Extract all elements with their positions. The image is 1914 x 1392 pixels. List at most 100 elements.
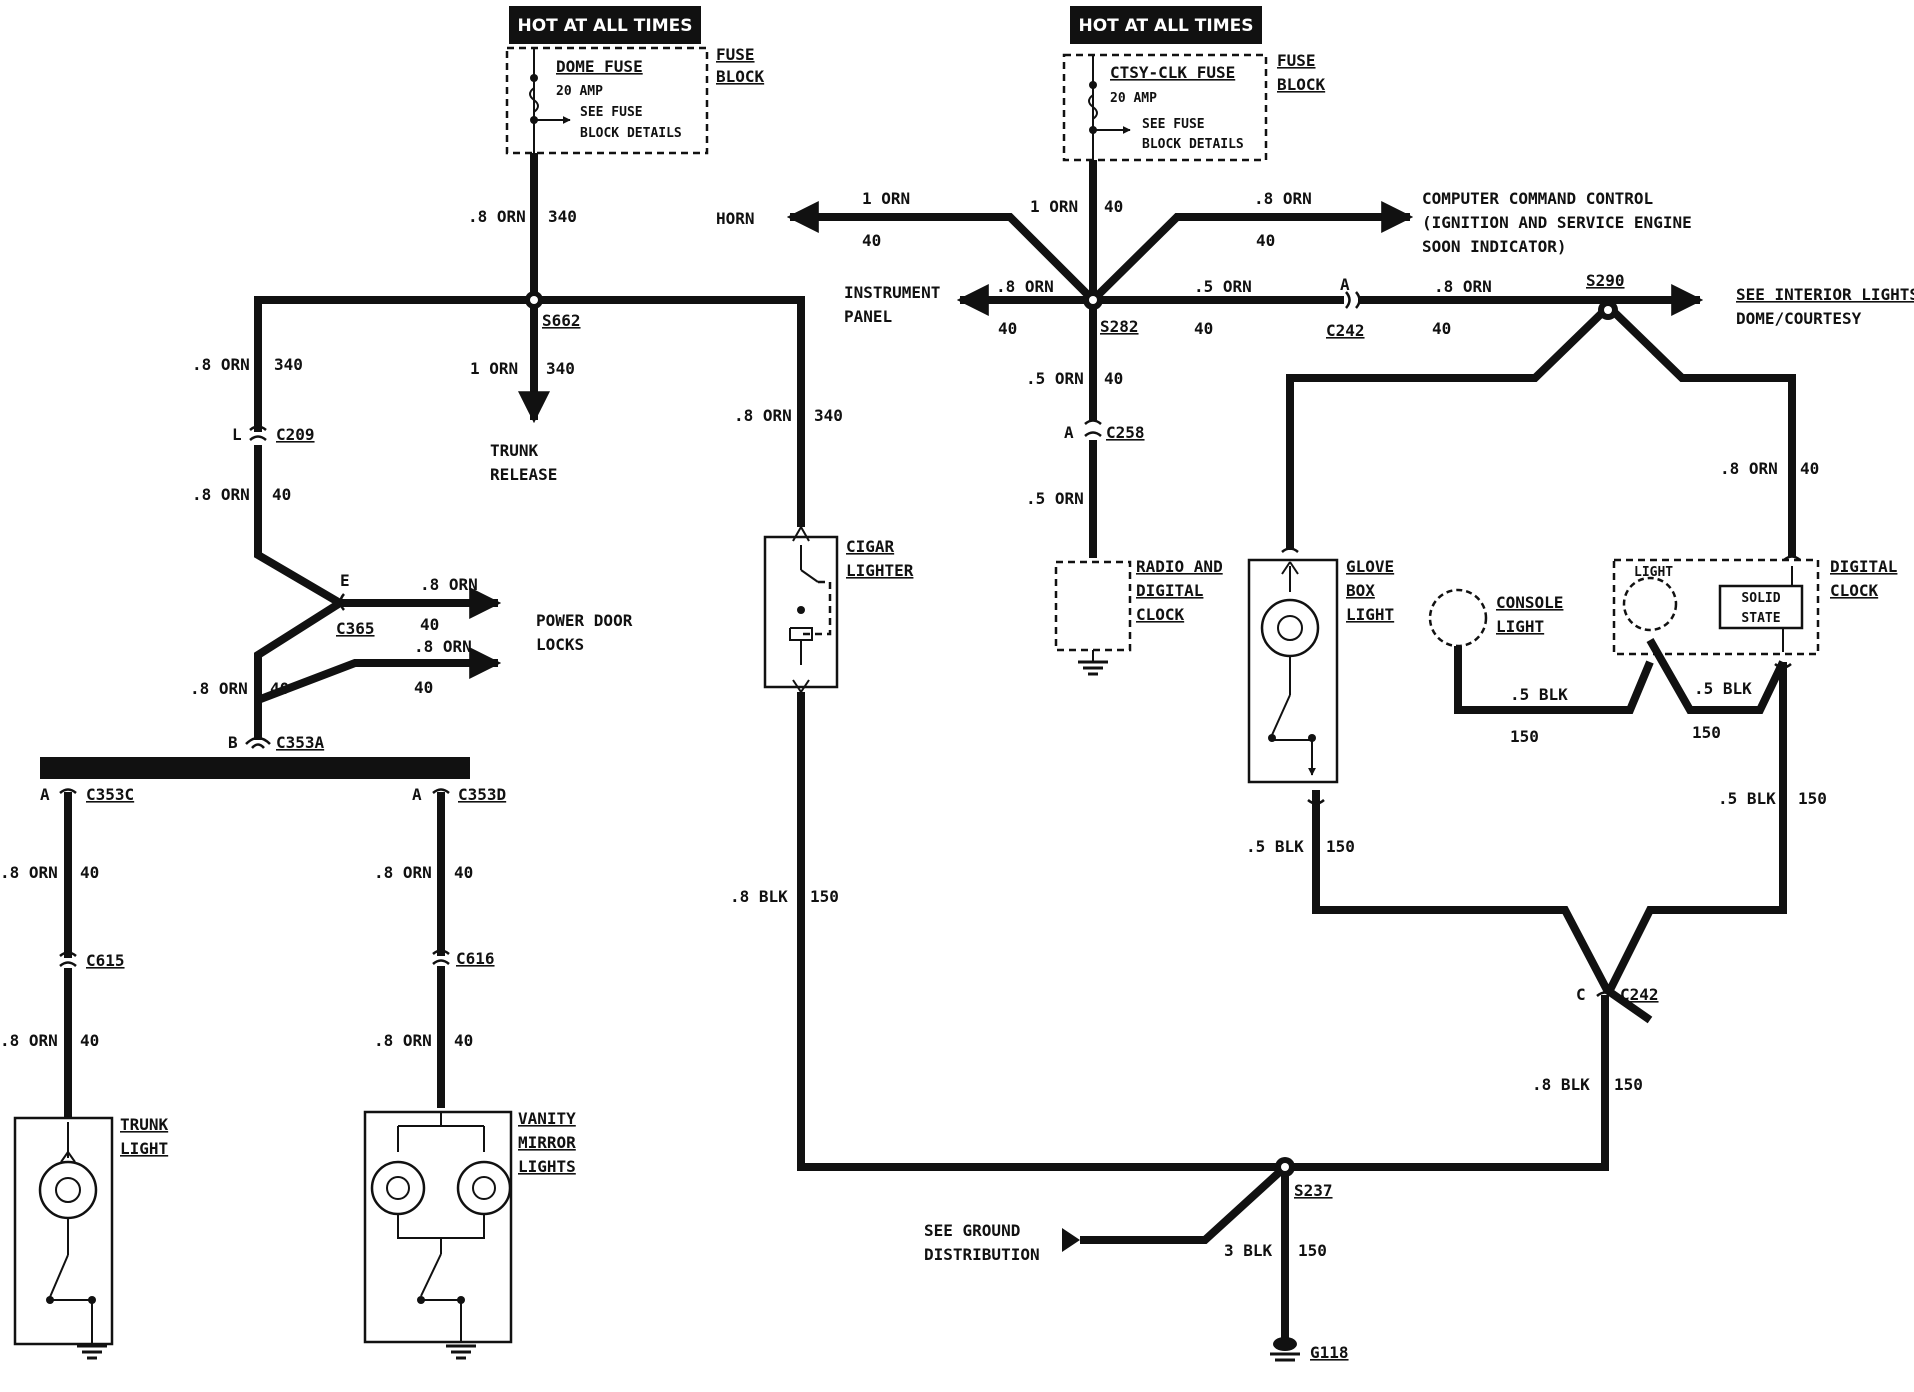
- labels-left: .8 ORN 340 S662 1 ORN 340 TRUNK RELEASE …: [0, 207, 843, 1050]
- svg-text:.8 ORN: .8 ORN: [192, 485, 250, 504]
- svg-text:FUSE: FUSE: [1277, 51, 1316, 70]
- digital-clock: LIGHT SOLID STATE DIGITAL CLOCK: [1612, 557, 1897, 656]
- svg-text:40: 40: [1800, 459, 1819, 478]
- svg-text:C353C: C353C: [86, 785, 134, 804]
- svg-text:BLOCK: BLOCK: [716, 67, 765, 86]
- svg-text:150: 150: [1326, 837, 1355, 856]
- svg-text:40: 40: [1256, 231, 1275, 250]
- svg-text:(IGNITION AND SERVICE ENGINE: (IGNITION AND SERVICE ENGINE: [1422, 213, 1692, 232]
- svg-text:150: 150: [1798, 789, 1827, 808]
- svg-text:40: 40: [1194, 319, 1213, 338]
- svg-text:40: 40: [454, 1031, 473, 1050]
- svg-text:40: 40: [270, 679, 289, 698]
- svg-text:L: L: [232, 425, 242, 444]
- svg-text:FUSE: FUSE: [716, 45, 755, 64]
- vanity-mirror-lights: VANITY MIRROR LIGHTS: [363, 1109, 576, 1360]
- svg-text:CLOCK: CLOCK: [1830, 581, 1879, 600]
- svg-text:340: 340: [814, 406, 843, 425]
- svg-text:TRUNK: TRUNK: [120, 1115, 169, 1134]
- svg-text:DOME FUSE: DOME FUSE: [556, 57, 643, 76]
- trunk-light: TRUNK LIGHT: [13, 1115, 169, 1360]
- svg-text:MIRROR: MIRROR: [518, 1133, 576, 1152]
- svg-text:SOLID: SOLID: [1741, 591, 1780, 606]
- svg-text:CIGAR: CIGAR: [846, 537, 895, 556]
- console-light: CONSOLE LIGHT: [1428, 588, 1563, 665]
- svg-text:.5 ORN: .5 ORN: [1194, 277, 1252, 296]
- svg-text:RADIO AND: RADIO AND: [1136, 557, 1223, 576]
- connector-marks-right: [1083, 290, 1801, 997]
- svg-text:COMPUTER COMMAND CONTROL: COMPUTER COMMAND CONTROL: [1422, 189, 1653, 208]
- wires-right: [786, 160, 1796, 1340]
- svg-text:.8 ORN: .8 ORN: [468, 207, 526, 226]
- svg-text:BLOCK DETAILS: BLOCK DETAILS: [580, 126, 682, 141]
- svg-text:BLOCK DETAILS: BLOCK DETAILS: [1142, 137, 1244, 152]
- svg-text:40: 40: [414, 678, 433, 697]
- svg-text:.8 ORN: .8 ORN: [420, 575, 478, 594]
- svg-text:340: 340: [274, 355, 303, 374]
- svg-text:A: A: [40, 785, 50, 804]
- svg-text:C365: C365: [336, 619, 375, 638]
- svg-text:40: 40: [272, 485, 291, 504]
- svg-text:.5 ORN: .5 ORN: [1026, 489, 1084, 508]
- svg-text:.8 ORN: .8 ORN: [374, 863, 432, 882]
- svg-text:LIGHT: LIGHT: [1496, 617, 1544, 636]
- svg-text:LIGHTS: LIGHTS: [518, 1157, 576, 1176]
- svg-text:.8 ORN: .8 ORN: [374, 1031, 432, 1050]
- svg-text:LOCKS: LOCKS: [536, 635, 584, 654]
- svg-text:SEE INTERIOR LIGHTS:: SEE INTERIOR LIGHTS:: [1736, 285, 1914, 304]
- svg-text:PANEL: PANEL: [844, 307, 892, 326]
- svg-text:C258: C258: [1106, 423, 1145, 442]
- svg-text:340: 340: [546, 359, 575, 378]
- svg-text:BLOCK: BLOCK: [1277, 75, 1326, 94]
- svg-text:BOX: BOX: [1346, 581, 1375, 600]
- ground-g118: [1270, 1337, 1300, 1362]
- svg-text:150: 150: [810, 887, 839, 906]
- glove-box-light: GLOVE BOX LIGHT: [1247, 557, 1394, 784]
- svg-text:.8 ORN: .8 ORN: [190, 679, 248, 698]
- svg-text:1 ORN: 1 ORN: [862, 189, 910, 208]
- cigar-lighter: CIGAR LIGHTER: [763, 526, 914, 693]
- svg-text:.5 BLK: .5 BLK: [1694, 679, 1752, 698]
- hot-at-all-times-label-left: [509, 6, 701, 44]
- svg-text:LIGHTER: LIGHTER: [846, 561, 914, 580]
- svg-text:S290: S290: [1586, 271, 1625, 290]
- svg-text:S282: S282: [1100, 317, 1139, 336]
- svg-text:POWER DOOR: POWER DOOR: [536, 611, 633, 630]
- svg-text:40: 40: [1104, 197, 1123, 216]
- svg-text:40: 40: [80, 863, 99, 882]
- svg-text:.8 ORN: .8 ORN: [996, 277, 1054, 296]
- svg-text:SOON INDICATOR): SOON INDICATOR): [1422, 237, 1567, 256]
- svg-text:LIGHT: LIGHT: [1634, 565, 1673, 580]
- svg-text:DISTRIBUTION: DISTRIBUTION: [924, 1245, 1040, 1264]
- svg-text:150: 150: [1692, 723, 1721, 742]
- svg-text:DIGITAL: DIGITAL: [1830, 557, 1897, 576]
- svg-text:1 ORN: 1 ORN: [1030, 197, 1078, 216]
- svg-text:.5 BLK: .5 BLK: [1246, 837, 1304, 856]
- svg-text:VANITY: VANITY: [518, 1109, 576, 1128]
- svg-text:GLOVE: GLOVE: [1346, 557, 1394, 576]
- svg-text:150: 150: [1510, 727, 1539, 746]
- svg-text:.8 ORN: .8 ORN: [192, 355, 250, 374]
- svg-text:HORN: HORN: [716, 209, 755, 228]
- svg-text:A: A: [412, 785, 422, 804]
- svg-text:A: A: [1064, 423, 1074, 442]
- svg-text:.8 BLK: .8 BLK: [730, 887, 788, 906]
- svg-text:.8 ORN: .8 ORN: [414, 637, 472, 656]
- svg-text:.8 ORN: .8 ORN: [1254, 189, 1312, 208]
- svg-text:RELEASE: RELEASE: [490, 465, 557, 484]
- svg-text:G118: G118: [1310, 1343, 1349, 1362]
- svg-text:INSTRUMENT: INSTRUMENT: [844, 283, 940, 302]
- svg-text:C353A: C353A: [276, 733, 325, 752]
- svg-text:.8 ORN: .8 ORN: [0, 1031, 58, 1050]
- svg-text:TRUNK: TRUNK: [490, 441, 539, 460]
- svg-text:S237: S237: [1294, 1181, 1333, 1200]
- connector-marks-left: [58, 425, 451, 968]
- svg-text:40: 40: [420, 615, 439, 634]
- svg-text:A: A: [1340, 275, 1350, 294]
- svg-text:C242: C242: [1326, 321, 1365, 340]
- svg-text:CLOCK: CLOCK: [1136, 605, 1185, 624]
- labels-right: HORN 1 ORN 40 1 ORN 40 .8 ORN 40 COMPUTE…: [716, 189, 1914, 1362]
- svg-text:.5 BLK: .5 BLK: [1718, 789, 1776, 808]
- svg-text:.8 ORN: .8 ORN: [1720, 459, 1778, 478]
